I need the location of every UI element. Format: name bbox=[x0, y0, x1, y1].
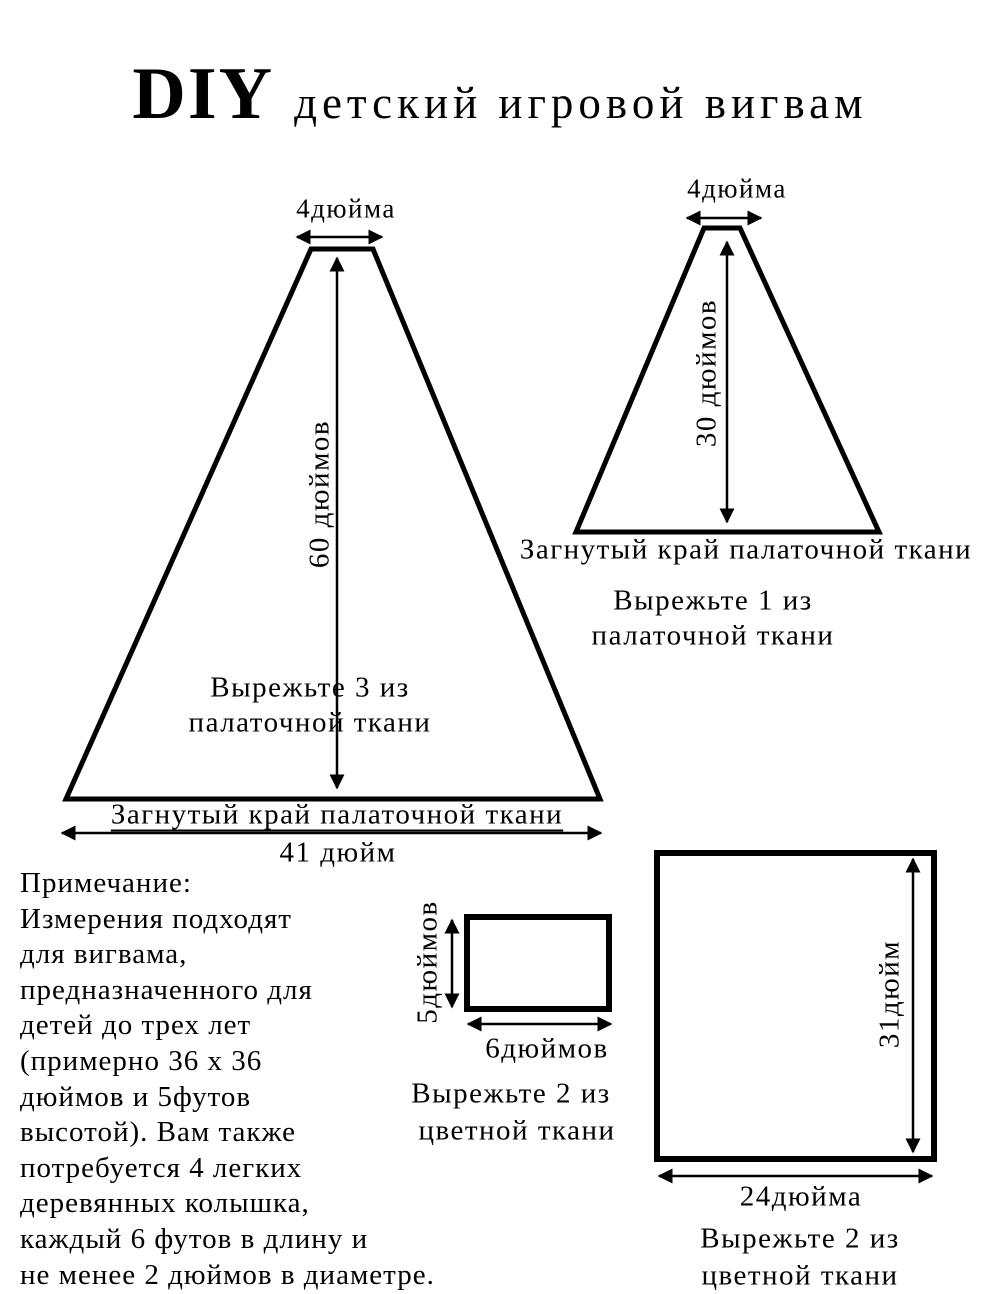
door-panel-folded-edge-label: Загнутый край палаточной ткани bbox=[519, 533, 973, 566]
large-rect-cut-note-line1: Вырежьте 2 из bbox=[700, 1222, 900, 1255]
large-panel-top-width-label: 4дюйма bbox=[296, 193, 396, 224]
door-panel-shape bbox=[572, 225, 883, 535]
door-panel-height-label: 30 дюймов bbox=[690, 298, 723, 448]
large-rect-height-label: 31дюйм bbox=[873, 939, 906, 1049]
small-rect-cut-note-line1: Вырежьте 2 из bbox=[411, 1077, 611, 1110]
note-line: (примерно 36 x 36 bbox=[20, 1044, 263, 1077]
door-panel-cut-note-line1: Вырежьте 1 из bbox=[613, 584, 813, 617]
note-line: Измерения подходят bbox=[20, 902, 292, 935]
note-line: для вигвама, bbox=[20, 938, 188, 971]
door-panel-top-width-label: 4дюйма bbox=[687, 173, 787, 204]
note-line: потребуется 4 легких bbox=[20, 1151, 303, 1184]
small-rect-cut-note-line2: цветной ткани bbox=[418, 1114, 616, 1147]
large-rect-shape bbox=[654, 850, 937, 1162]
large-panel-folded-edge-label: Загнутый край палаточной ткани bbox=[110, 798, 564, 831]
large-panel-cut-note-line2: палаточной ткани bbox=[188, 706, 432, 739]
note-line: дюймов и 5футов bbox=[20, 1080, 252, 1113]
note-block: Примечание: Измерения подходят для вигва… bbox=[20, 866, 435, 1293]
note-line: высотой). Вам также bbox=[20, 1116, 296, 1149]
large-rect-cut-note-line2: цветной ткани bbox=[701, 1259, 899, 1292]
diy-logo-text: DIY bbox=[132, 53, 275, 135]
small-rect-width-label: 6дюймов bbox=[485, 1032, 609, 1065]
note-line: предназначенного для bbox=[20, 973, 313, 1006]
large-rect-width-label: 24дюйма bbox=[739, 1180, 863, 1213]
note-line: Примечание: bbox=[20, 867, 192, 899]
page-title: DIY детский игровой вигвам bbox=[0, 52, 1000, 137]
note-line: не менее 2 дюймов в диаметре. bbox=[20, 1258, 435, 1291]
note-line: детей до трех лет bbox=[20, 1009, 252, 1042]
door-panel-cut-note-line2: палаточной ткани bbox=[591, 619, 835, 652]
large-panel-height-label: 60 дюймов bbox=[303, 419, 336, 569]
note-line: деревянных колышка, bbox=[20, 1187, 310, 1220]
large-panel-bottom-width-label: 41 дюйм bbox=[279, 836, 397, 869]
title-subtitle: детский игровой вигвам bbox=[294, 78, 868, 128]
note-line: каждый 6 футов в длину и bbox=[20, 1222, 369, 1255]
large-panel-cut-note-line1: Вырежьте 3 из bbox=[210, 671, 410, 704]
small-rect-shape bbox=[464, 914, 612, 1012]
large-panel-shape bbox=[62, 246, 604, 802]
small-rect-height-label: 5дюймов bbox=[411, 900, 444, 1024]
